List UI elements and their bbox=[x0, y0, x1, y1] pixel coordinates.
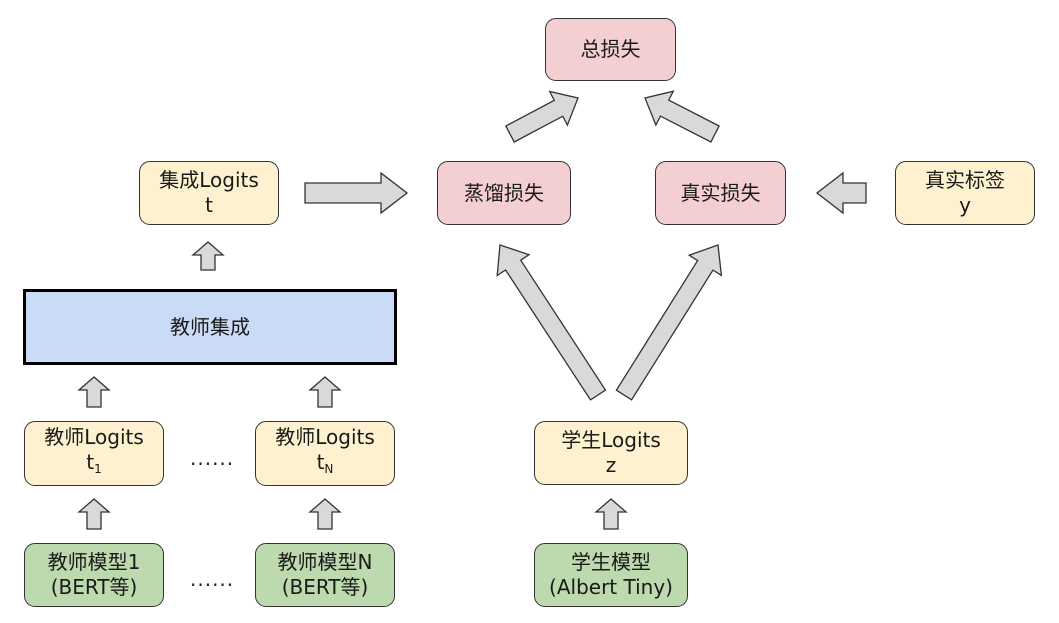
logits-ellipsis: ...... bbox=[190, 446, 235, 470]
student-logits-symbol: z bbox=[605, 453, 617, 477]
distill-loss-label: 蒸馏损失 bbox=[464, 180, 544, 205]
teacher-model-1-note: (BERT等) bbox=[50, 575, 138, 599]
student-logits-label: 学生Logits bbox=[561, 428, 661, 452]
models-ellipsis: ...... bbox=[190, 567, 235, 591]
arrow-teacherN-up bbox=[308, 376, 342, 408]
teacher-ensemble-node: 教师集成 bbox=[23, 289, 397, 365]
arrow-student-to-true bbox=[615, 244, 723, 401]
teacher-logits-1-symbol: t1 bbox=[86, 450, 101, 482]
true-loss-label: 真实损失 bbox=[680, 180, 761, 205]
arrow-teacher1-up bbox=[77, 376, 111, 408]
true-loss-node: 真实损失 bbox=[655, 161, 786, 225]
teacher-model-n-node: 教师模型N (BERT等) bbox=[255, 543, 395, 607]
teacher-logits-n-base: t bbox=[316, 450, 325, 474]
arrow-ensemble-up bbox=[191, 241, 225, 271]
total-loss-label: 总损失 bbox=[580, 37, 641, 61]
teacher-logits-n-symbol: tN bbox=[317, 450, 334, 482]
ensemble-logits-node: 集成Logits t bbox=[139, 161, 279, 225]
arrow-ensemble-to-distill bbox=[304, 171, 409, 215]
teacher-logits-1-label: 教师Logits bbox=[44, 425, 144, 449]
arrow-studentmodel-up bbox=[594, 498, 628, 530]
true-label-symbol: y bbox=[959, 193, 971, 217]
student-model-note: (Albert Tiny) bbox=[549, 575, 673, 599]
teacher-logits-1-node: 教师Logits t1 bbox=[24, 421, 164, 486]
total-loss-node: 总损失 bbox=[545, 18, 676, 81]
teacher-model-n-label: 教师模型N bbox=[277, 550, 373, 574]
student-model-label: 学生模型 bbox=[571, 550, 651, 574]
teacher-logits-n-subscript: N bbox=[324, 462, 334, 476]
distill-loss-node: 蒸馏损失 bbox=[437, 161, 571, 225]
teacher-logits-1-base: t bbox=[86, 450, 95, 474]
teacher-logits-n-label: 教师Logits bbox=[275, 425, 375, 449]
ensemble-logits-symbol: t bbox=[205, 193, 213, 217]
teacher-model-1-node: 教师模型1 (BERT等) bbox=[24, 543, 164, 607]
student-logits-node: 学生Logits z bbox=[534, 421, 688, 485]
teacher-logits-1-subscript: 1 bbox=[94, 462, 102, 476]
teacher-ensemble-label: 教师集成 bbox=[170, 314, 250, 339]
teacher-model-1-label: 教师模型1 bbox=[47, 550, 141, 574]
arrow-label-to-true bbox=[815, 171, 867, 215]
teacher-model-n-note: (BERT等) bbox=[281, 575, 369, 599]
ensemble-logits-label: 集成Logits bbox=[159, 168, 259, 192]
true-label-label: 真实标签 bbox=[925, 168, 1005, 192]
teacher-logits-n-node: 教师Logits tN bbox=[255, 421, 395, 486]
arrow-student-to-distill bbox=[496, 244, 607, 401]
student-model-node: 学生模型 (Albert Tiny) bbox=[534, 543, 688, 607]
arrow-distill-to-total bbox=[504, 90, 579, 143]
arrow-model1-up bbox=[77, 498, 111, 530]
arrow-modelN-up bbox=[308, 498, 342, 530]
true-label-node: 真实标签 y bbox=[895, 161, 1035, 225]
arrow-true-to-total bbox=[644, 90, 720, 143]
